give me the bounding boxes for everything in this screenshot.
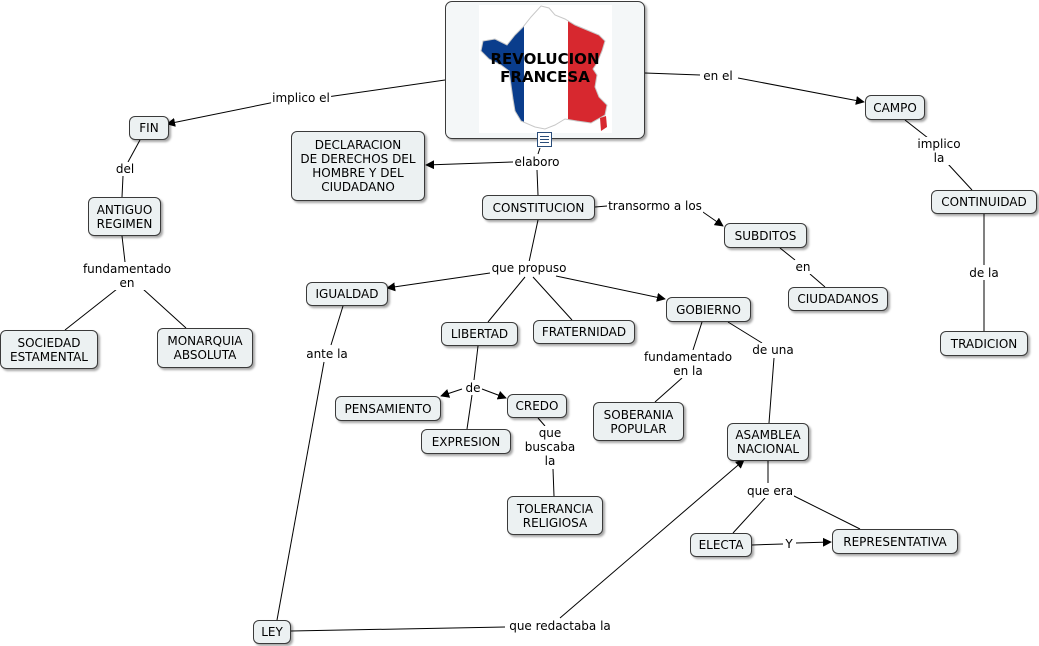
link-label-que-propuso: que propuso (490, 261, 568, 275)
link-elaboro-constitucion (536, 169, 539, 196)
link-propuso-igualdad (386, 272, 491, 292)
link-subditos-en (779, 247, 796, 261)
root-concept-revolucion-francesa[interactable]: REVOLUCION FRANCESA (445, 1, 645, 139)
link-propuso-libertad (487, 276, 526, 323)
concept-campo[interactable]: CAMPO (865, 95, 925, 120)
link-label-de-una: de una (751, 343, 795, 357)
concept-tolerancia-religiosa[interactable]: TOLERANCIA RELIGIOSA (507, 496, 603, 535)
link-propuso-fraternidad (532, 276, 573, 321)
link-label-de: de (464, 381, 482, 395)
link-elaboro-declaracion (425, 160, 514, 170)
link-antela-ley (276, 361, 325, 621)
link-root-elaboro (537, 147, 541, 155)
concept-tradicion[interactable]: TRADICION (940, 331, 1028, 356)
link-en-ciudadanos (809, 273, 826, 288)
link-label-que-era: que era (745, 484, 795, 498)
link-label-que-buscaba-la: que buscaba la (523, 426, 577, 468)
link-fundamentado-soberania (654, 377, 683, 403)
france-flag-map-image (479, 5, 612, 133)
link-label-implico-la: implico la (916, 137, 962, 165)
link-label-y: Y (784, 537, 794, 551)
concept-representativa[interactable]: REPRESENTATIVA (832, 529, 958, 554)
link-fin-del (127, 139, 141, 163)
link-queera-electa (732, 497, 766, 534)
root-title: REVOLUCION FRANCESA (490, 50, 600, 86)
concept-constitucion[interactable]: CONSTITUCION (482, 195, 595, 220)
concept-antiguo-regimen[interactable]: ANTIGUO REGIMEN (88, 197, 161, 236)
link-enel-campo (737, 77, 865, 105)
link-campo-implico (904, 119, 929, 139)
concept-electa[interactable]: ELECTA (690, 533, 752, 557)
link-label-en: en (794, 260, 812, 274)
link-buscaba-tolerancia (552, 468, 555, 497)
concept-declaracion[interactable]: DECLARACION DE DERECHOS DEL HOMBRE Y DEL… (291, 131, 425, 201)
link-electa-y (751, 543, 784, 546)
concept-ciudadanos[interactable]: CIUDADANOS (788, 287, 888, 311)
link-implico-fin (166, 101, 276, 127)
link-deuna-asamblea (768, 357, 775, 424)
concept-credo[interactable]: CREDO (507, 394, 567, 418)
concept-fraternidad[interactable]: FRATERNIDAD (533, 320, 635, 344)
link-de-pensamiento (440, 388, 463, 398)
link-label-en-el: en el (702, 69, 734, 83)
link-gobierno-deuna (727, 321, 763, 344)
link-del-antiguo (121, 175, 124, 198)
link-constitucion-transormo (594, 205, 608, 208)
link-label-del: del (114, 162, 136, 176)
link-credo-buscaba (537, 417, 546, 427)
link-igualdad-antela (330, 305, 344, 346)
concept-igualdad[interactable]: IGUALDAD (306, 282, 388, 306)
flag-white-stripe (524, 6, 568, 129)
link-label-fundamentado-en-la: fundamentado en la (642, 350, 734, 378)
concept-sociedad-estamental[interactable]: SOCIEDAD ESTAMENTAL (0, 330, 98, 369)
link-de-expresion (466, 394, 473, 430)
concept-soberania-popular[interactable]: SOBERANIA POPULAR (593, 402, 684, 441)
concept-monarquia-absoluta[interactable]: MONARQUIA ABSOLUTA (157, 328, 253, 368)
concept-subditos[interactable]: SUBDITOS (724, 223, 807, 248)
concept-continuidad[interactable]: CONTINUIDAD (931, 190, 1037, 214)
link-ley-redactaba (290, 626, 506, 632)
link-label-de-la: de la (968, 266, 1000, 280)
link-transormo-subditos (699, 209, 724, 227)
link-fundamentado-monarquia (142, 288, 187, 329)
concept-ley[interactable]: LEY (253, 620, 291, 644)
concept-pensamiento[interactable]: PENSAMIENTO (335, 396, 441, 421)
link-label-fundamentado-en: fundamentado en (81, 262, 173, 290)
concept-expresion[interactable]: EXPRESION (421, 429, 511, 454)
link-implico-continuidad (947, 163, 973, 191)
document-icon[interactable] (537, 132, 552, 147)
link-root-enel (644, 72, 701, 76)
link-label-transormo-a-los: transormo a los (607, 199, 703, 213)
link-label-ante-la: ante la (305, 347, 349, 361)
link-antiguo-fundamentado (121, 235, 126, 263)
link-label-que-redactaba-la: que redactaba la (508, 619, 612, 633)
link-label-elaboro: elaboro (513, 155, 561, 169)
link-label-implico-el: implico el (271, 91, 331, 105)
link-queera-representativa (789, 493, 861, 530)
link-y-representativa (795, 537, 832, 547)
link-gobierno-fundamentado (692, 321, 703, 351)
link-redactaba-asamblea (559, 459, 745, 619)
concept-gobierno[interactable]: GOBIERNO (666, 297, 751, 322)
link-propuso-gobierno (555, 275, 666, 302)
concept-libertad[interactable]: LIBERTAD (441, 322, 518, 346)
link-de-credo (481, 388, 507, 400)
link-root-implico (319, 79, 446, 99)
link-fundamentado-sociedad (64, 288, 118, 331)
link-libertad-de (473, 345, 479, 381)
concept-fin[interactable]: FIN (129, 116, 169, 140)
link-constitucion-propuso (528, 219, 539, 263)
concept-asamblea-nacional[interactable]: ASAMBLEA NACIONAL (727, 423, 809, 461)
